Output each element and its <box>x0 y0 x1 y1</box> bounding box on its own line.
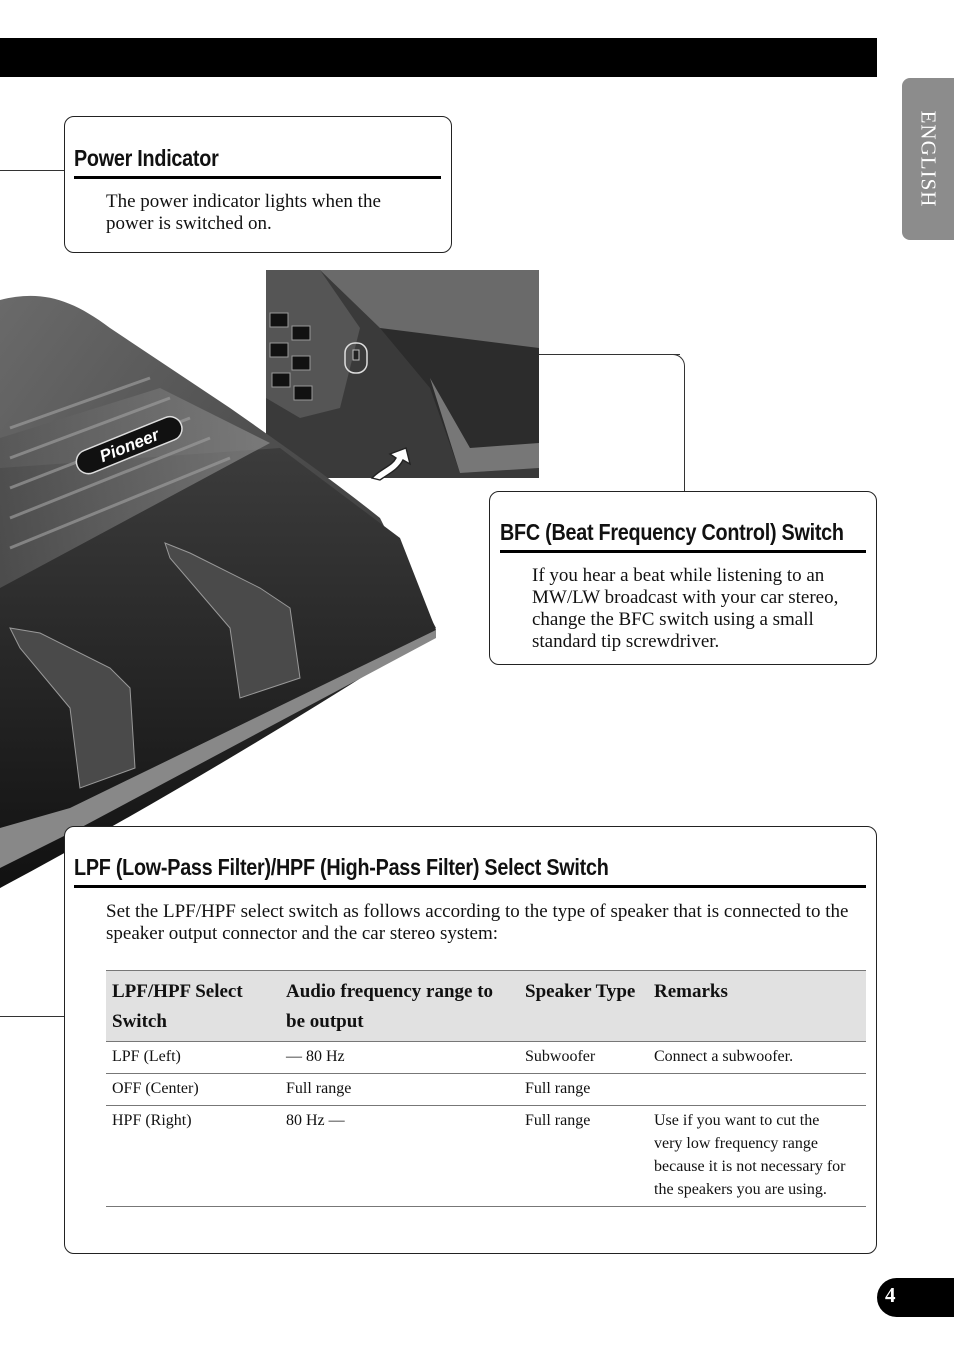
table-cell: Connect a subwoofer. <box>648 1041 866 1074</box>
table-cell: Full range <box>280 1073 519 1106</box>
bfc-switch-title: BFC (Beat Frequency Control) Switch <box>500 519 844 545</box>
page-number-tab: 4 <box>877 1278 954 1317</box>
rotate-arrow-icon <box>370 447 412 481</box>
header-speaker-type: Speaker Type <box>519 970 648 1042</box>
header-frequency-range: Audio frequency range to be output <box>280 970 519 1042</box>
header-bar <box>0 38 877 77</box>
header-remarks: Remarks <box>648 970 866 1042</box>
power-indicator-rule <box>74 176 441 179</box>
table-row: OFF (Center) Full range Full range <box>106 1073 866 1106</box>
filter-switch-text: Set the LPF/HPF select switch as follows… <box>106 901 849 944</box>
table-row: LPF (Left) — 80 Hz Subwoofer Connect a s… <box>106 1041 866 1074</box>
page-number: 4 <box>885 1283 896 1307</box>
amplifier-body: Pioneer <box>0 295 436 888</box>
table-cell: Use if you want to cut the very low freq… <box>648 1105 866 1207</box>
table-cell: Full range <box>519 1105 648 1207</box>
filter-switch-title: LPF (Low-Pass Filter)/HPF (High-Pass Fil… <box>74 854 609 880</box>
leader-line-bfc-vertical <box>684 366 685 492</box>
power-indicator-title: Power Indicator <box>74 145 219 171</box>
table-cell: 80 Hz — <box>280 1105 519 1207</box>
table-cell: Subwoofer <box>519 1041 648 1074</box>
table-cell <box>648 1073 866 1106</box>
table-cell: OFF (Center) <box>106 1073 280 1106</box>
table-row: HPF (Right) 80 Hz — Full range Use if yo… <box>106 1105 866 1207</box>
leader-line-bfc-corner <box>670 354 685 369</box>
power-indicator-box: Power Indicator The power indicator ligh… <box>64 116 452 253</box>
table-cell: HPF (Right) <box>106 1105 280 1207</box>
power-indicator-text: The power indicator lights when the powe… <box>106 191 381 234</box>
bfc-switch-box: BFC (Beat Frequency Control) Switch If y… <box>489 491 877 665</box>
filter-settings-table: LPF/HPF Select Switch Audio frequency ra… <box>106 970 866 1207</box>
amplifier-illustration: Pioneer <box>0 270 539 888</box>
table-header-row: LPF/HPF Select Switch Audio frequency ra… <box>106 970 866 1042</box>
table-cell: Full range <box>519 1073 648 1106</box>
table-cell: LPF (Left) <box>106 1041 280 1074</box>
bfc-switch-rule <box>500 550 866 553</box>
inset-detail <box>266 270 539 478</box>
bfc-switch-text: If you hear a beat while listening to an… <box>532 565 839 652</box>
header-select-switch: LPF/HPF Select Switch <box>106 970 280 1042</box>
table-cell: — 80 Hz <box>280 1041 519 1074</box>
language-tab: ENGLISH <box>902 78 954 240</box>
filter-switch-rule <box>74 885 866 888</box>
leader-line-power <box>0 170 64 171</box>
leader-line-filter <box>0 1016 64 1017</box>
language-tab-label: ENGLISH <box>916 110 941 208</box>
